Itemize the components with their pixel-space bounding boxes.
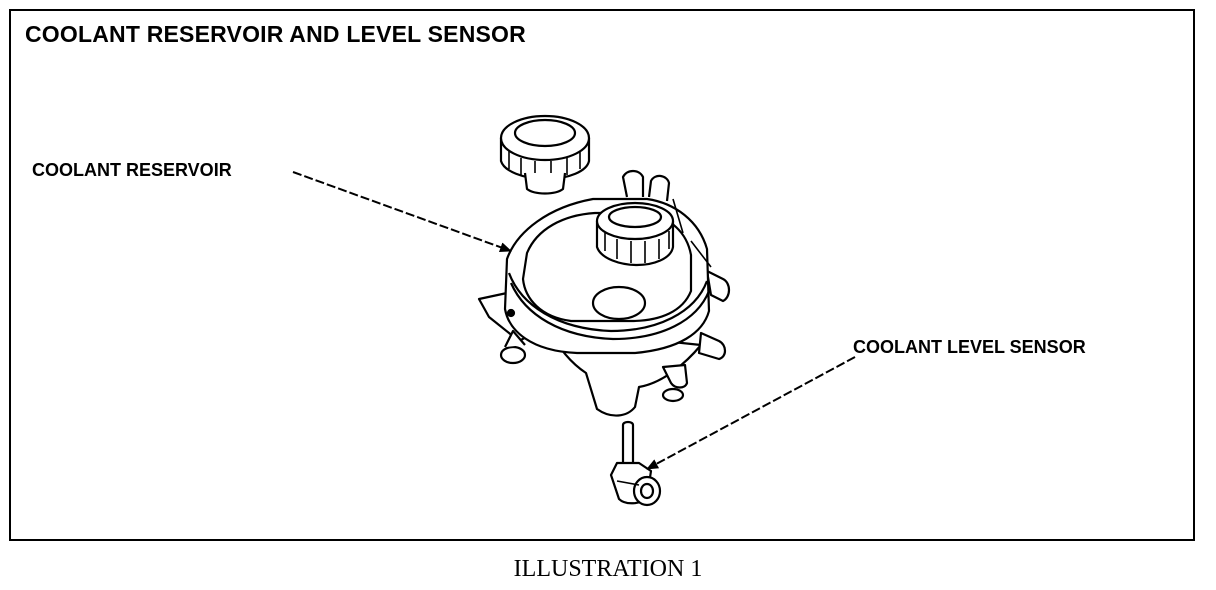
diagram-title: COOLANT RESERVOIR AND LEVEL SENSOR bbox=[25, 21, 526, 47]
loose-cap-drawing bbox=[499, 114, 591, 195]
illustration-caption: ILLUSTRATION 1 bbox=[513, 556, 703, 582]
reservoir-leader-arrow bbox=[292, 171, 512, 252]
diagram-frame: COOLANT RESERVOIR AND LEVEL SENSOR COOLA… bbox=[9, 9, 1195, 541]
level-sensor-drawing bbox=[609, 420, 662, 507]
reservoir-illustration bbox=[292, 114, 856, 507]
label-coolant-reservoir: COOLANT RESERVOIR bbox=[32, 160, 232, 180]
reservoir-drawing bbox=[477, 169, 731, 417]
label-coolant-level-sensor: COOLANT LEVEL SENSOR bbox=[853, 337, 1086, 357]
sensor-leader-arrow bbox=[646, 356, 856, 470]
